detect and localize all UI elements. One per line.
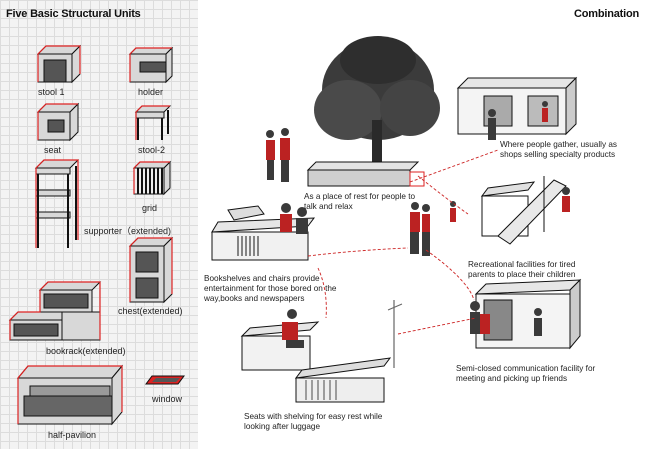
label-supporter: supporter（extended)	[84, 226, 172, 236]
units-title: Five Basic Structural Units	[6, 8, 141, 20]
combination-title: Combination	[574, 8, 640, 20]
units-illustrations	[8, 44, 185, 426]
recreation-illustration	[450, 176, 570, 245]
combination-illustrations	[211, 36, 582, 403]
caption-seats: Seats with shelving for easy rest while …	[244, 412, 383, 431]
people-walking	[410, 202, 430, 256]
caption-books: Bookshelves and chairs provide entertain…	[204, 274, 337, 303]
bookrack-unit	[8, 281, 102, 341]
chest-unit	[128, 236, 174, 304]
holder-unit	[128, 46, 174, 84]
shops-illustration	[456, 76, 578, 140]
label-holder: holder	[138, 87, 164, 97]
caption-shops: Where people gather, usually as shops se…	[500, 140, 617, 159]
supporter-unit	[34, 159, 80, 248]
bookshelves-illustration	[211, 203, 316, 261]
combination-panel: Combination	[198, 0, 650, 449]
label-stool2: stool-2	[138, 145, 166, 155]
halfpavilion-unit	[16, 364, 124, 426]
caption-rest: As a place of rest for people to talk an…	[304, 192, 416, 211]
tree-illustration	[306, 36, 440, 187]
people-tree	[266, 128, 290, 182]
stool1-unit	[36, 44, 82, 84]
caption-recreation: Recreational facilities for tired parent…	[468, 260, 576, 279]
window-unit	[145, 375, 185, 385]
seat-unit	[36, 102, 80, 142]
label-halfpavilion: half-pavilion	[48, 430, 97, 440]
communication-illustration	[470, 278, 582, 350]
caption-communication: Semi-closed communication facility for m…	[456, 364, 596, 383]
leader-lines	[307, 149, 499, 335]
label-grid: grid	[142, 203, 158, 213]
label-seat: seat	[44, 145, 62, 155]
structural-units-panel: Five Basic Structural Units	[0, 0, 198, 449]
stool2-unit	[134, 105, 172, 140]
label-stool1: stool 1	[38, 87, 65, 97]
label-chest: chest(extended)	[118, 306, 183, 316]
grid-unit	[132, 160, 172, 196]
label-window: window	[152, 394, 183, 404]
label-bookrack: bookrack(extended)	[46, 346, 126, 356]
seats-illustration	[240, 300, 403, 403]
